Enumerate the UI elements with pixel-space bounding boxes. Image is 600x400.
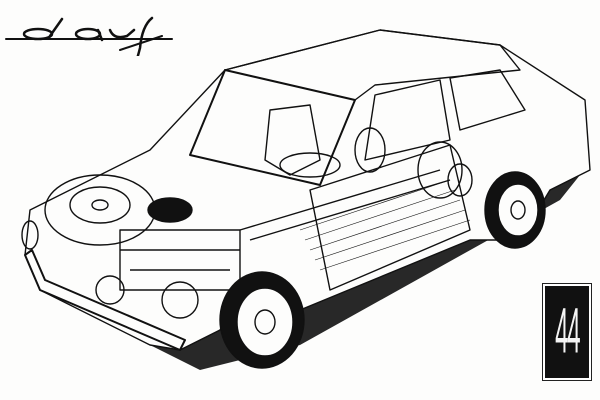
front-seat — [264, 104, 321, 176]
model-number: 44 — [554, 296, 580, 367]
front-wheel — [219, 271, 305, 369]
daf-logo — [5, 16, 173, 56]
door-line — [309, 144, 471, 291]
rear-window — [449, 69, 526, 131]
engine — [95, 197, 241, 319]
side-window — [364, 79, 451, 161]
steering-wheel — [279, 152, 341, 178]
front-bumper — [24, 249, 186, 351]
windshield — [189, 69, 356, 186]
floor-hatching — [299, 179, 471, 271]
variomatic-drivetrain — [239, 127, 473, 241]
model-badge: 44 — [542, 283, 592, 381]
rear-wheel — [484, 171, 546, 249]
headlight — [21, 220, 39, 250]
